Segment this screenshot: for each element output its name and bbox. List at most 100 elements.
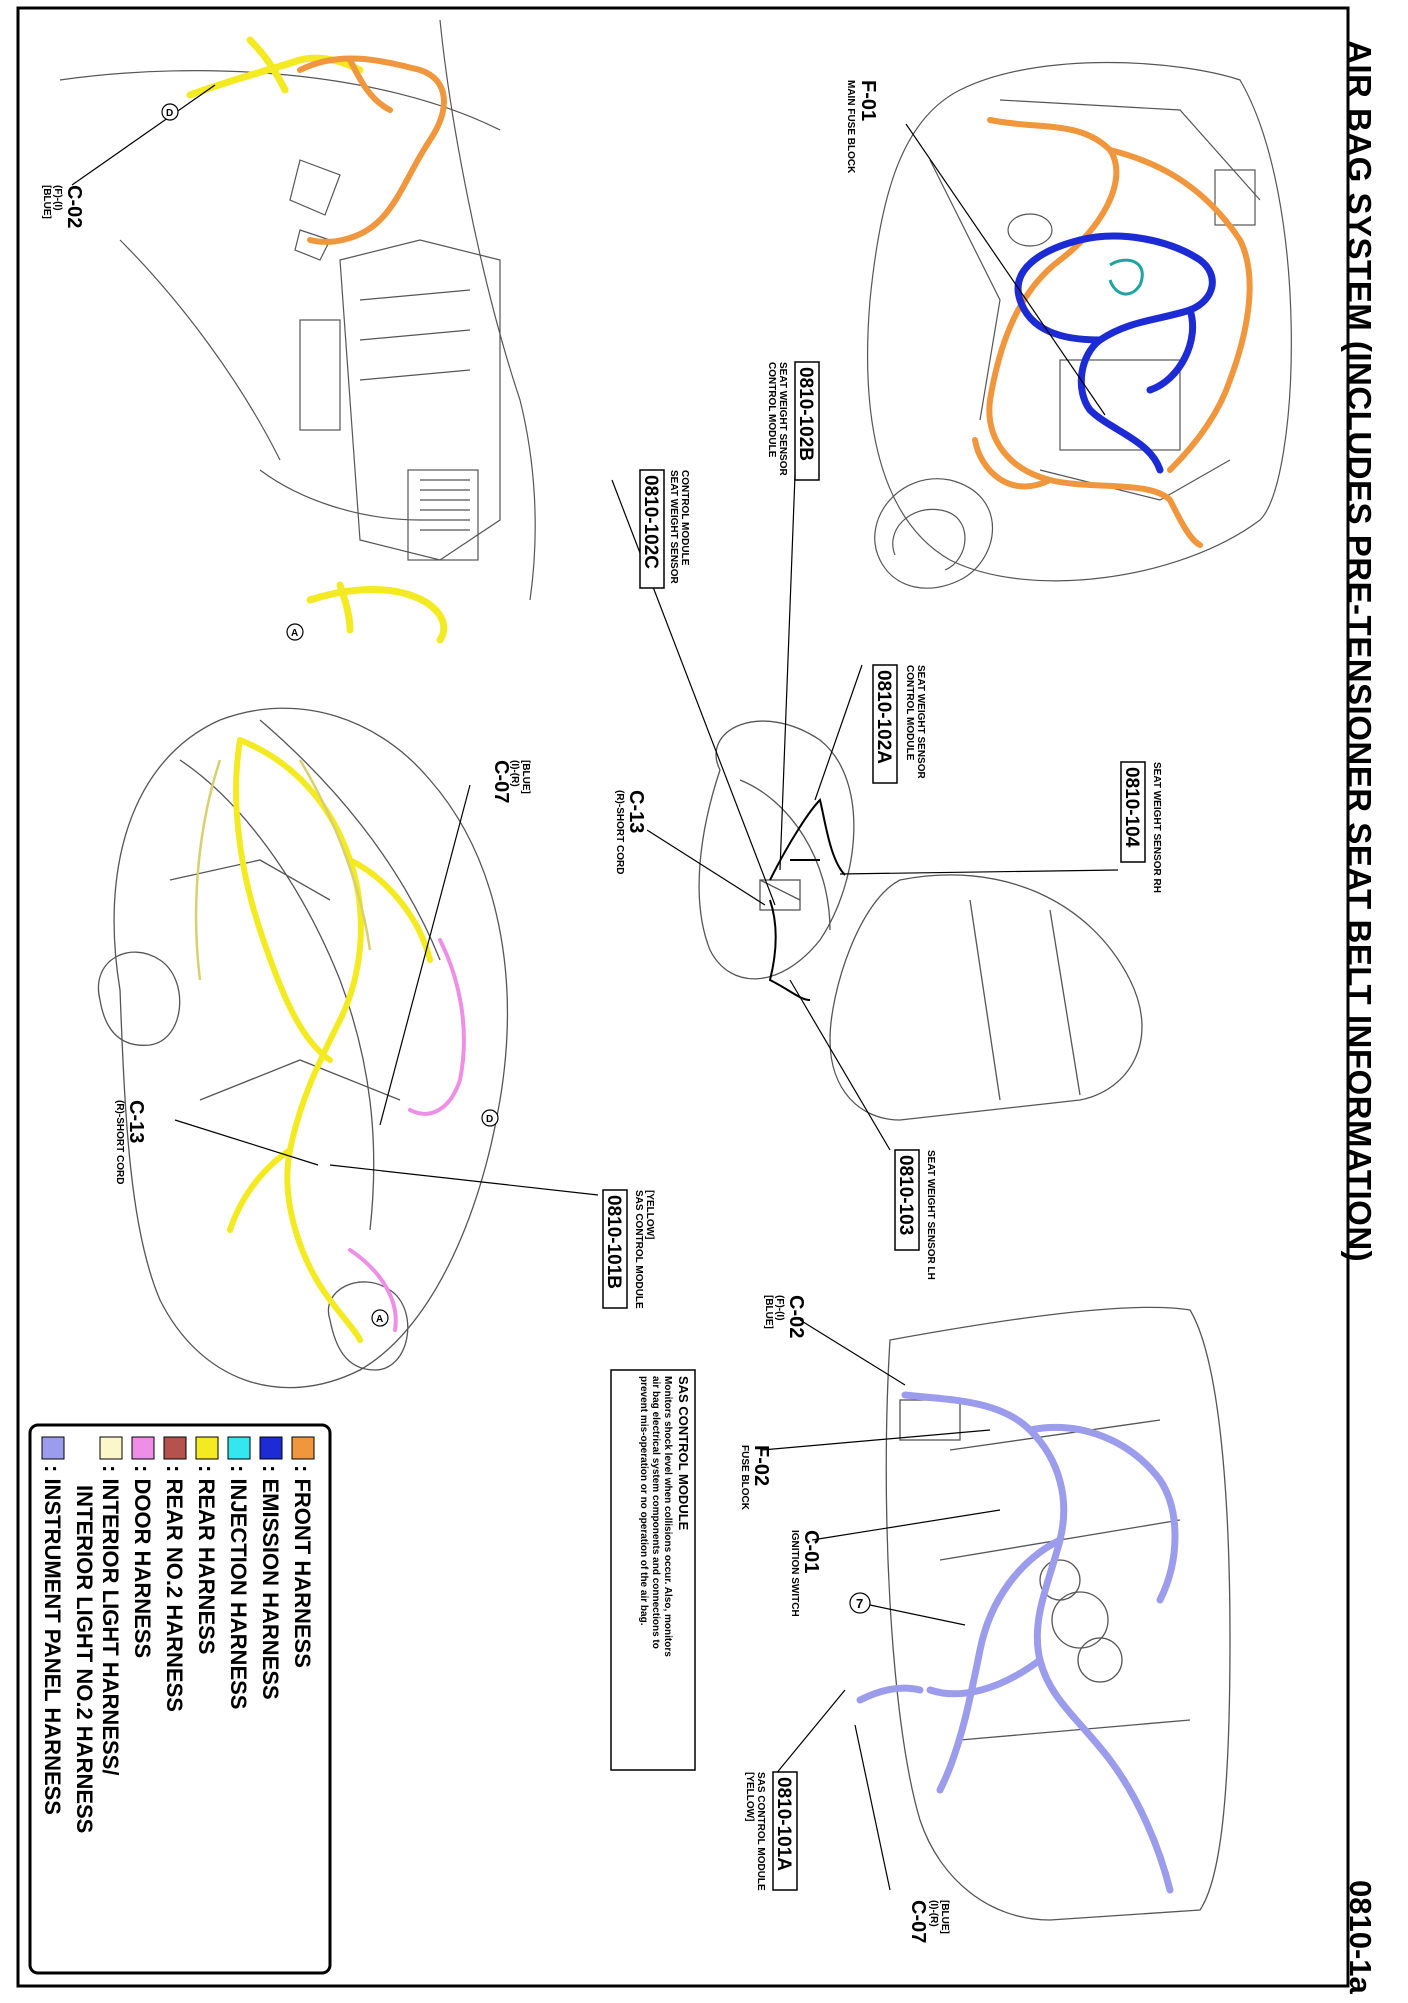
svg-text:C-13: C-13 [625, 790, 647, 833]
svg-text:0810-101A: 0810-101A [773, 1777, 794, 1871]
leader-c13-seat [646, 829, 766, 906]
legend-swatch [131, 1436, 155, 1460]
label-101a: 0810-101A SAS CONTROL MODULE [YELLOW] [744, 1771, 798, 1891]
svg-text:[BLUE]: [BLUE] [41, 185, 52, 219]
svg-text:0810-102A: 0810-102A [873, 670, 894, 764]
label-c13-body: C-13 (R)-SHORT CORD [114, 1100, 147, 1184]
svg-text:SEAT WEIGHT SENSOR LH: SEAT WEIGHT SENSOR LH [925, 1150, 936, 1280]
label-104: 0810-104 SEAT WEIGHT SENSOR RH [1120, 761, 1162, 893]
svg-text:7: 7 [856, 1596, 863, 1611]
rear-harness-cabin [186, 36, 448, 644]
label-101b: 0810-101B [YELLOW] SAS CONTROL MODULE [602, 1189, 655, 1309]
svg-text:(R)-SHORT CORD: (R)-SHORT CORD [114, 1100, 125, 1184]
page-title: AIR BAG SYSTEM (INCLUDES PRE-TENSIONER S… [1341, 40, 1378, 1263]
svg-text:CONTROL MODULE: CONTROL MODULE [904, 665, 915, 761]
door-harness-body [348, 938, 466, 1332]
legend-row: : FRONT HARNESS [290, 1436, 315, 1668]
label-103: 0810-103 SEAT WEIGHT SENSOR LH [894, 1149, 936, 1280]
svg-text:MAIN FUSE BLOCK: MAIN FUSE BLOCK [845, 80, 856, 174]
svg-text:prevent mis-operation or no op: prevent mis-operation or no operation of… [638, 1376, 649, 1626]
leader-102a [814, 664, 863, 801]
leader-103 [789, 979, 891, 1151]
leader-c13-body [174, 1119, 319, 1166]
legend-label: : DOOR HARNESS [130, 1465, 155, 1658]
svg-text:IGNITION SWITCH: IGNITION SWITCH [789, 1530, 800, 1617]
label-c13-seat: C-13 (R)-SHORT CORD [614, 790, 647, 874]
legend-row: : INTERIOR LIGHT HARNESS/INTERIOR LIGHT … [72, 1436, 123, 1833]
emission-harness-engine [1014, 232, 1216, 474]
legend-label: : REAR HARNESS [194, 1465, 219, 1654]
svg-text:0810-102C: 0810-102C [640, 475, 661, 569]
svg-text:C-02: C-02 [785, 1295, 807, 1338]
legend-label-continued: INTERIOR LIGHT NO.2 HARNESS [72, 1485, 97, 1833]
svg-text:(R)-SHORT CORD: (R)-SHORT CORD [614, 790, 625, 874]
svg-text:CONTROL MODULE: CONTROL MODULE [679, 470, 690, 566]
label-102b: 0810-102B SEAT WEIGHT SENSOR CONTROL MOD… [766, 361, 820, 481]
page-border [16, 6, 1350, 1988]
svg-text:[BLUE]: [BLUE] [763, 1295, 774, 1329]
leader-102c [611, 479, 776, 906]
svg-text:0810-104: 0810-104 [1121, 767, 1142, 848]
leader-104 [839, 869, 1119, 875]
svg-text:D: D [486, 1114, 493, 1125]
svg-text:Monitors shock level when coll: Monitors shock level when collisions occ… [662, 1376, 673, 1657]
svg-text:C-01: C-01 [800, 1530, 822, 1573]
legend-swatch [99, 1436, 123, 1460]
label-f01: F-01 MAIN FUSE BLOCK [845, 80, 879, 174]
legend-row: : DOOR HARNESS [130, 1436, 155, 1658]
instrument-panel-harness [856, 1391, 1179, 1894]
label-c01: C-01 IGNITION SWITCH [789, 1530, 822, 1617]
sas-note-box: SAS CONTROL MODULE Monitors shock level … [610, 1369, 696, 1771]
leader-c02-dash [799, 1319, 906, 1386]
svg-text:0810-101B: 0810-101B [603, 1195, 624, 1289]
svg-text:C-13: C-13 [125, 1100, 147, 1143]
legend-swatch [291, 1436, 315, 1460]
svg-text:(I)-(R): (I)-(R) [509, 760, 520, 787]
interior-light-body [194, 759, 372, 981]
legend-label: : INTERIOR LIGHT HARNESS/ [98, 1465, 123, 1775]
svg-text:SEAT WEIGHT SENSOR: SEAT WEIGHT SENSOR [668, 470, 679, 584]
svg-text:0810-103: 0810-103 [895, 1155, 916, 1235]
svg-text:SEAT WEIGHT SENSOR: SEAT WEIGHT SENSOR [777, 362, 788, 476]
leader-marker-7 [869, 1604, 966, 1626]
svg-text:SAS CONTROL MODULE: SAS CONTROL MODULE [755, 1772, 766, 1891]
body-drawing [97, 707, 508, 1389]
legend-row: : INSTRUMENT PANEL HARNESS [40, 1436, 65, 1815]
label-c02-dash: C-02 (F)-(I) [BLUE] [763, 1295, 807, 1338]
svg-text:D: D [166, 108, 173, 119]
svg-text:(I)-(R): (I)-(R) [928, 1900, 939, 1927]
rear-harness-body [227, 737, 433, 1343]
legend-row: : REAR NO.2 HARNESS [162, 1436, 187, 1712]
svg-text:SEAT WEIGHT SENSOR: SEAT WEIGHT SENSOR [915, 665, 926, 779]
leader-c01 [811, 1509, 1001, 1541]
page-number: 0810-1a [1343, 1880, 1378, 1994]
svg-text:F-02: F-02 [750, 1445, 772, 1486]
svg-text:air bag electrical system comp: air bag electrical system components and… [650, 1376, 661, 1649]
legend-swatch [163, 1436, 187, 1460]
leader-c02-top [71, 84, 216, 186]
front-harness-engine [972, 117, 1253, 548]
label-f02: F-02 FUSE BLOCK [739, 1445, 772, 1511]
label-c07-body: [BLUE] (I)-(R) C-07 [490, 760, 531, 803]
legend-row: : INJECTION HARNESS [226, 1436, 251, 1709]
injection-harness-engine [1108, 258, 1144, 296]
svg-text:C-02: C-02 [63, 185, 85, 228]
marker-d-top: D [161, 103, 179, 121]
svg-text:C-07: C-07 [907, 1900, 929, 1943]
label-102a: 0810-102A SEAT WEIGHT SENSOR CONTROL MOD… [872, 664, 926, 784]
legend-label: : FRONT HARNESS [290, 1465, 315, 1668]
marker-a-body: A [371, 1309, 389, 1327]
leader-101a [774, 1689, 846, 1776]
marker-7: 7 [849, 1592, 871, 1614]
label-c07-dash: [BLUE] (I)-(R) C-07 [907, 1900, 950, 1943]
svg-text:CONTROL MODULE: CONTROL MODULE [766, 362, 777, 458]
legend-swatch [41, 1436, 65, 1460]
harness-legend: : FRONT HARNESS: EMISSION HARNESS: INJEC… [28, 1423, 332, 1975]
legend-label: : INSTRUMENT PANEL HARNESS [40, 1465, 65, 1815]
svg-text:[YELLOW]: [YELLOW] [644, 1190, 655, 1239]
svg-text:FUSE BLOCK: FUSE BLOCK [739, 1445, 750, 1511]
legend-label: : INJECTION HARNESS [226, 1465, 251, 1709]
svg-text:A: A [376, 1314, 383, 1325]
